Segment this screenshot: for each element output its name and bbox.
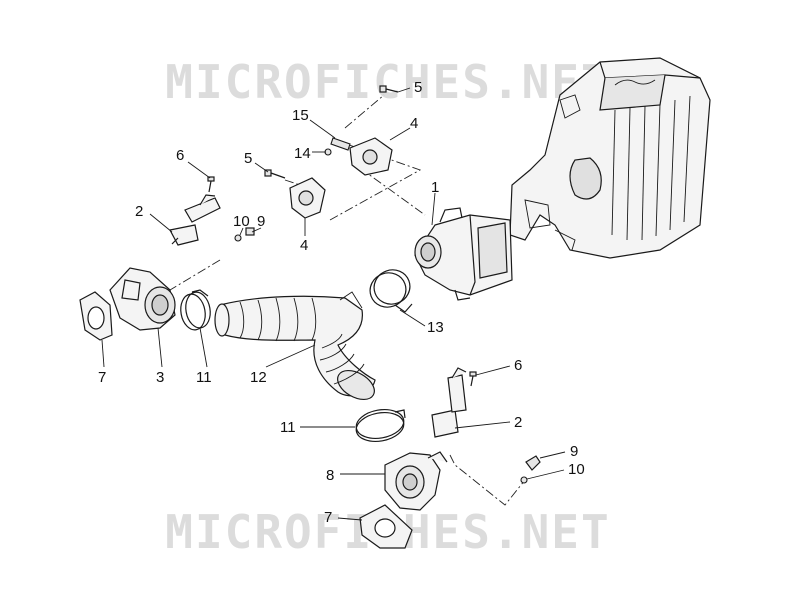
callout-11: 11 bbox=[280, 419, 296, 436]
fuel-injector-2-lower bbox=[431, 367, 467, 438]
callout-9: 9 bbox=[570, 443, 578, 460]
callout-14: 14 bbox=[294, 145, 311, 162]
screw-5-top bbox=[379, 85, 399, 93]
callout-15: 15 bbox=[292, 107, 309, 124]
bolt-9-lower bbox=[525, 455, 541, 471]
sensor-bracket-4-top bbox=[349, 137, 393, 176]
intake-hose bbox=[214, 291, 376, 401]
callout-10: 10 bbox=[233, 213, 250, 230]
screw-6-lower bbox=[469, 371, 477, 387]
sensor-bracket-4-center bbox=[289, 177, 326, 219]
callout-5: 5 bbox=[244, 150, 252, 167]
airbox-housing bbox=[509, 57, 711, 259]
hose-clamp-13 bbox=[369, 269, 413, 313]
throttle-body bbox=[414, 207, 513, 301]
callout-3: 3 bbox=[156, 369, 164, 386]
callout-10: 10 bbox=[568, 461, 585, 478]
callout-4: 4 bbox=[300, 237, 308, 254]
callout-7: 7 bbox=[98, 369, 106, 386]
washer-10-lower bbox=[520, 476, 528, 484]
leader-lines bbox=[101, 87, 566, 521]
washer-10-upper bbox=[234, 234, 242, 242]
callout-12: 12 bbox=[250, 369, 267, 386]
callout-7: 7 bbox=[324, 509, 332, 526]
callout-8: 8 bbox=[326, 467, 334, 484]
callout-labels: 5 15 4 14 6 5 1 2 10 9 4 13 7 3 11 12 6 … bbox=[98, 79, 585, 526]
screw-5-center bbox=[264, 169, 286, 179]
gasket-7-left bbox=[79, 291, 113, 341]
watermark-top: MICROFICHES.NET bbox=[165, 55, 610, 109]
fuel-injector-2-upper bbox=[169, 194, 221, 246]
callout-13: 13 bbox=[427, 319, 444, 336]
callout-4: 4 bbox=[410, 115, 418, 132]
sensor-pin-15 bbox=[330, 137, 351, 151]
intake-manifold-8 bbox=[384, 451, 448, 511]
callout-1: 1 bbox=[431, 179, 439, 196]
screw-6-upper bbox=[207, 176, 215, 193]
callout-9: 9 bbox=[257, 213, 265, 230]
hose-clamp-11-lower bbox=[355, 408, 406, 443]
gasket-7-lower bbox=[359, 504, 413, 549]
callout-6: 6 bbox=[176, 147, 184, 164]
callout-11: 11 bbox=[196, 369, 212, 386]
callout-5: 5 bbox=[414, 79, 422, 96]
hose-clamp-11-left bbox=[180, 289, 211, 331]
callout-2: 2 bbox=[514, 414, 522, 431]
callout-6: 6 bbox=[514, 357, 522, 374]
callout-2: 2 bbox=[135, 203, 143, 220]
assembly-lines bbox=[169, 94, 526, 506]
intake-manifold-3 bbox=[109, 267, 176, 331]
